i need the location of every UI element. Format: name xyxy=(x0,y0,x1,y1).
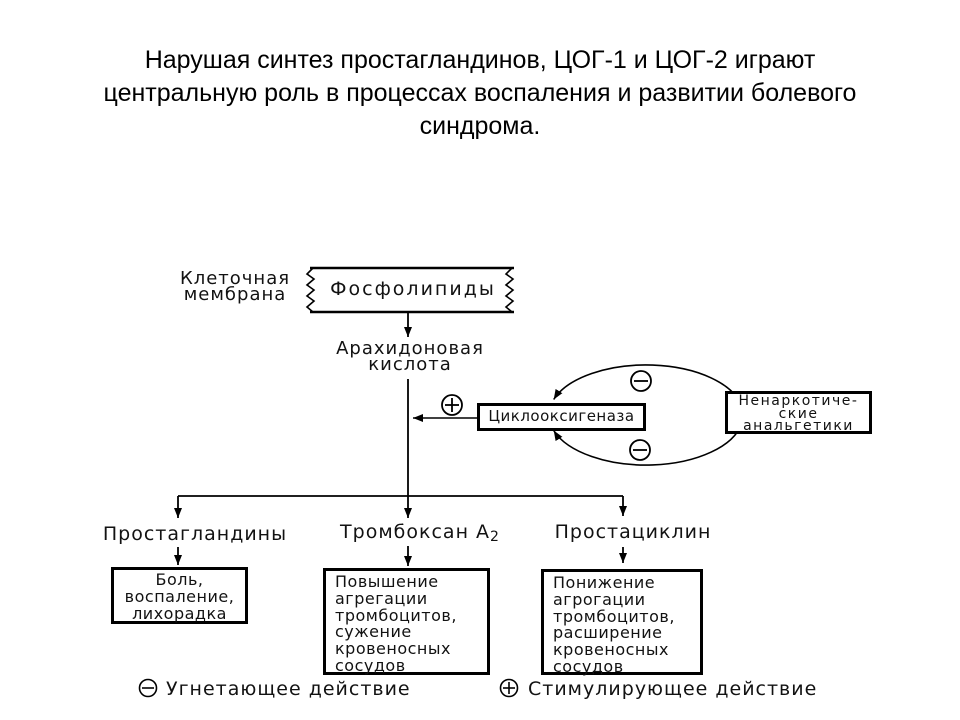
thromboxane-label: Тромбоксан А2 xyxy=(325,521,515,545)
legend-stimulatory-label: Стимулирующее действие xyxy=(528,678,818,700)
legend-inhibitory-label: Угнетающее действие xyxy=(166,678,411,700)
legend-plus-circle-icon xyxy=(499,678,519,698)
thromboxane-label-base: Тромбоксан А xyxy=(340,521,491,543)
slide-title: Нарушая синтез простагландинов, ЦОГ-1 и … xyxy=(103,46,857,140)
arachidonic-acid-label: Арахидоновая кислота xyxy=(336,338,484,375)
prostacyclin-label: Простациклин xyxy=(554,521,712,543)
phospholipids-label: Фосфолипиды xyxy=(330,278,496,300)
legend-minus-circle-icon xyxy=(138,678,158,698)
membrane-label: Клеточная мембрана xyxy=(179,268,291,305)
minus-circle-icon-upper xyxy=(630,370,652,392)
prostaglandins-label: Простагландины xyxy=(102,523,288,545)
plus-circle-icon xyxy=(441,394,463,416)
inhibition-arc-lower xyxy=(553,423,743,466)
analgesics-box: Ненаркотиче- ские анальгетики xyxy=(725,391,872,434)
pain-effect-box: Боль, воспаление, лихорадка xyxy=(111,567,248,624)
platelet-increase-effect-box: Повышение агрегации тромбоцитов, сужение… xyxy=(323,568,490,675)
branch-line xyxy=(174,495,627,518)
thromboxane-label-subscript: 2 xyxy=(490,529,500,545)
cyclooxygenase-box: Циклооксигеназа xyxy=(477,403,646,431)
inhibition-arc-upper xyxy=(553,364,743,407)
phospholipids-box-outline xyxy=(305,266,515,314)
platelet-decrease-effect-box: Понижение агрогации тромбоцитов, расшире… xyxy=(541,569,703,675)
minus-circle-icon-lower xyxy=(629,439,651,461)
